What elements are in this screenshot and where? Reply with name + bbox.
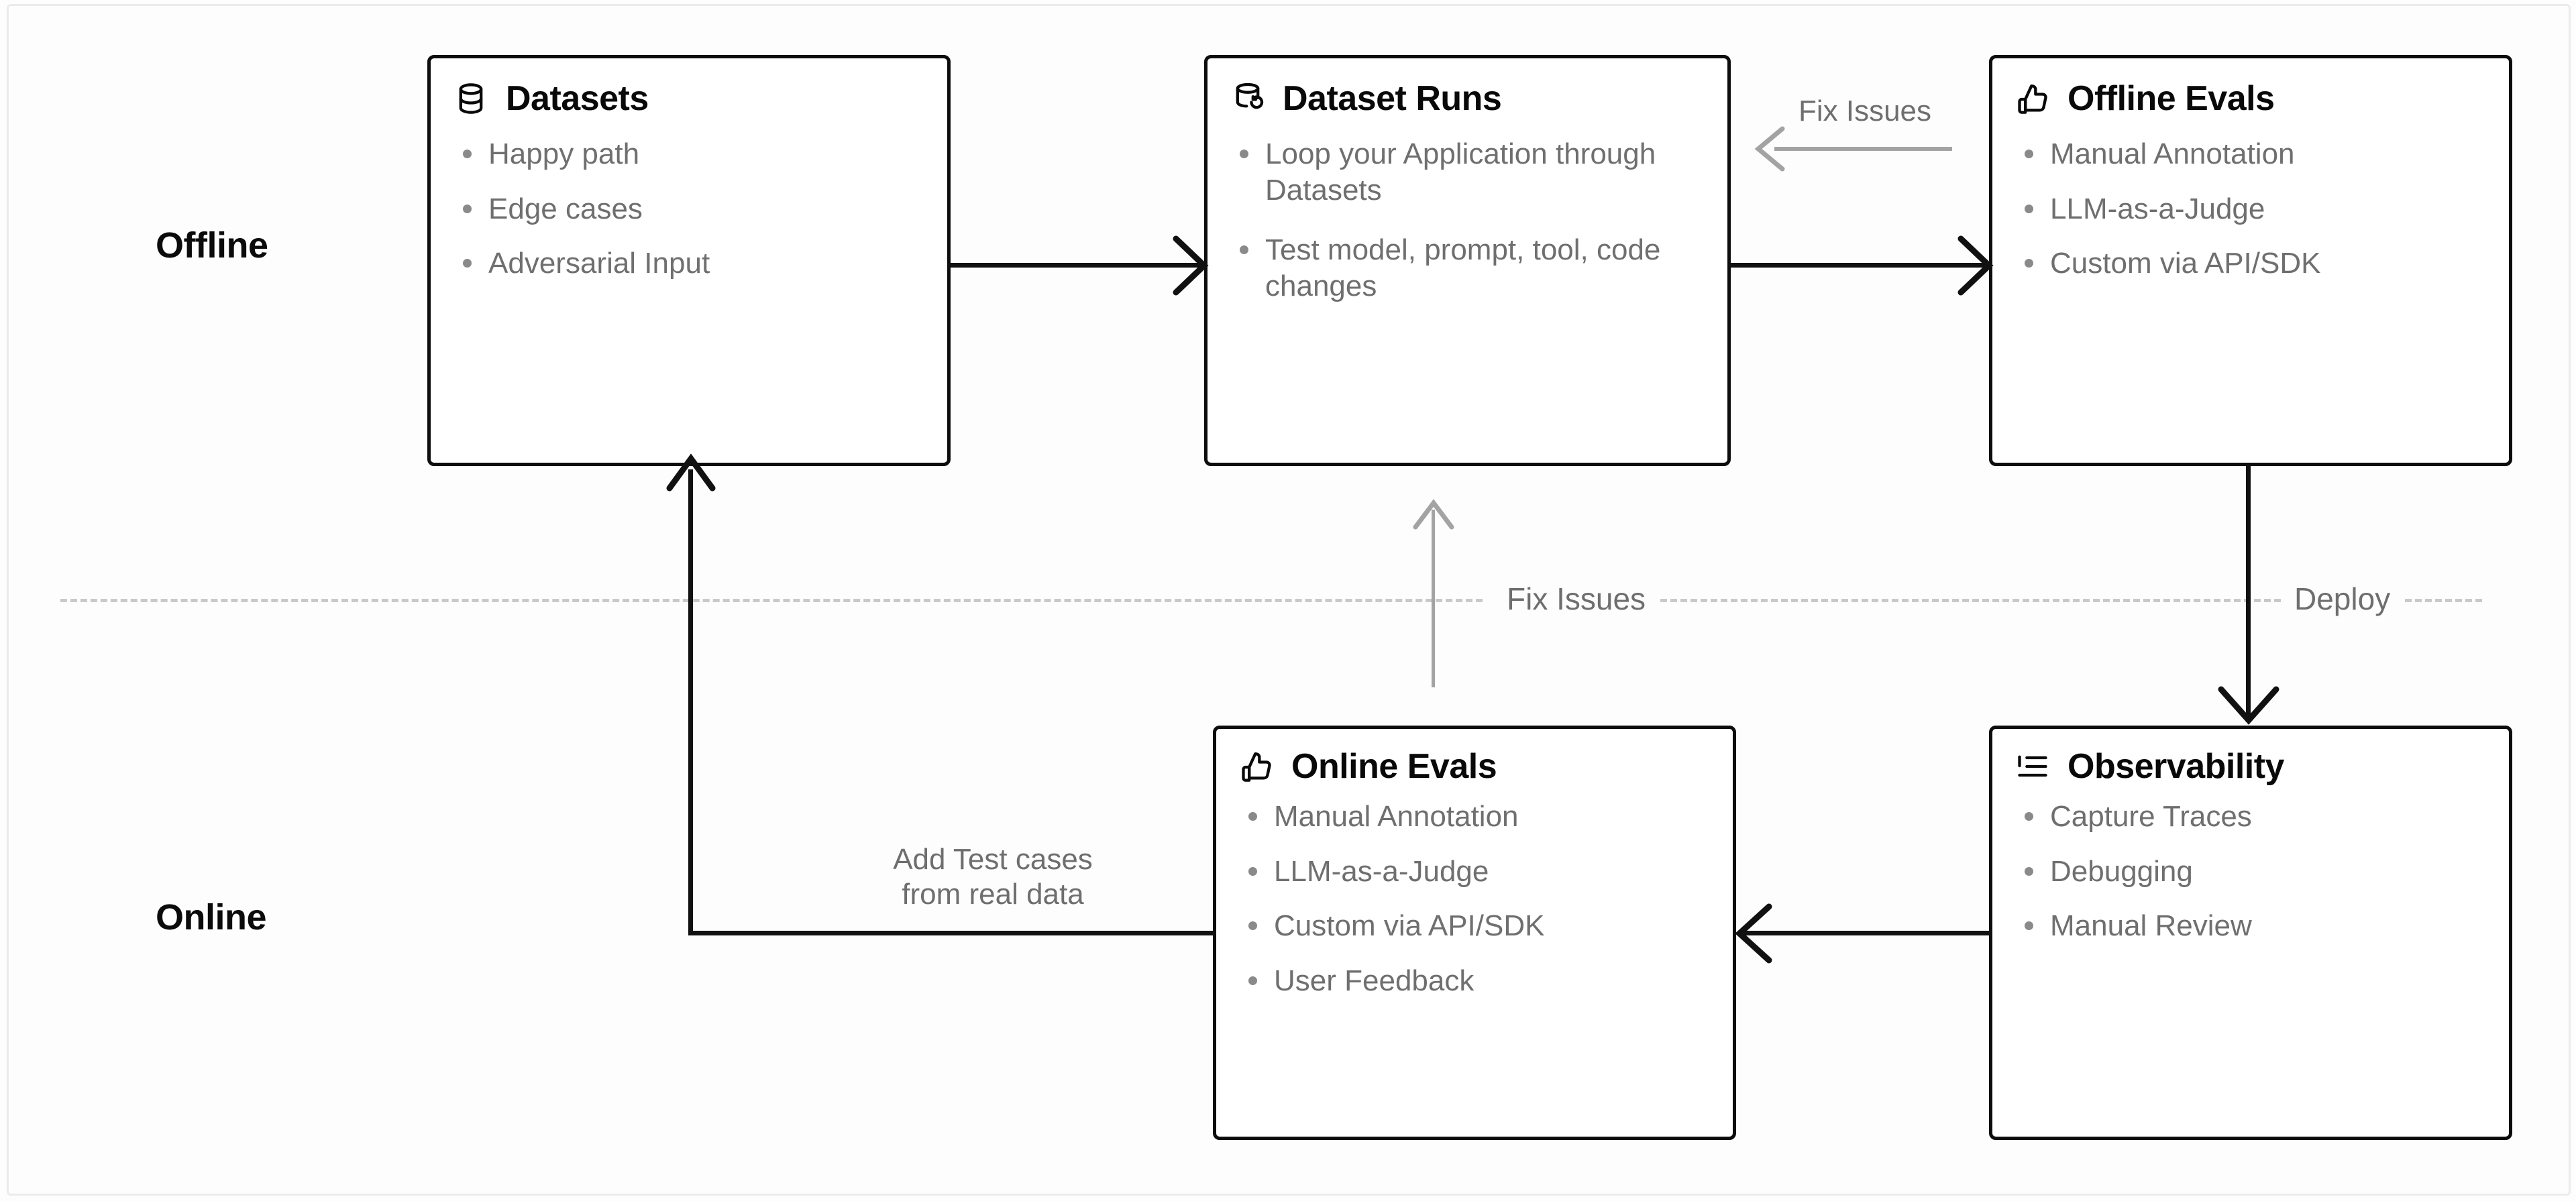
list-item: Loop your Application through Datasets [1238,136,1695,208]
node-online-evals-title: Online Evals [1291,747,1497,786]
node-offline-evals[interactable]: Offline Evals Manual Annotation LLM-as-a… [1989,55,2512,466]
arrowhead-up-datasets [665,453,716,495]
divider-segment-left [60,599,1483,602]
list-item: Edge cases [462,191,924,227]
thumbs-up-icon [1239,749,1274,784]
list-tree-icon [2015,749,2050,784]
list-item: Custom via API/SDK [2023,245,2486,282]
divider-segment-right [1509,599,2482,602]
edge-offline-evals-to-observability [2246,465,2251,720]
edge-fix-issues-vertical-line [1432,510,1435,687]
divider-label-fix-issues: Fix Issues [1495,581,1658,617]
node-online-evals-bullets: Manual Annotation LLM-as-a-Judge Custom … [1216,787,1733,999]
node-observability-title: Observability [2068,747,2284,786]
list-item: Debugging [2023,854,2486,890]
node-online-evals[interactable]: Online Evals Manual Annotation LLM-as-a-… [1213,726,1736,1140]
database-refresh-icon [1230,81,1265,116]
arrowhead-right-offline-evals [1955,233,1996,298]
lane-label-offline: Offline [156,225,268,266]
edge-online-evals-to-datasets-vertical [688,469,693,935]
edge-datasets-to-dataset-runs [948,263,1203,268]
arrowhead-right-dataset-runs [1171,233,1211,298]
node-datasets-bullets: Happy path Edge cases Adversarial Input [431,119,947,282]
node-offline-evals-title: Offline Evals [2068,79,2275,118]
edge-observability-to-online-evals [1744,931,1991,935]
list-item: Test model, prompt, tool, code changes [1238,232,1695,304]
node-dataset-runs[interactable]: Dataset Runs Loop your Application throu… [1204,55,1731,466]
divider-label-deploy: Deploy [2282,581,2403,617]
list-item: Happy path [462,136,924,172]
node-observability-bullets: Capture Traces Debugging Manual Review [1992,787,2509,944]
node-datasets[interactable]: Datasets Happy path Edge cases Adversari… [427,55,951,466]
thumbs-up-icon [2015,81,2050,116]
list-item: Adversarial Input [462,245,924,282]
node-online-evals-header: Online Evals [1216,729,1733,787]
list-item: Capture Traces [2023,799,2486,835]
node-dataset-runs-header: Dataset Runs [1208,58,1727,119]
list-item: User Feedback [1247,963,1710,999]
arrowhead-up-fix-issues-vertical [1411,496,1456,534]
node-datasets-header: Datasets [431,58,947,119]
node-dataset-runs-title: Dataset Runs [1283,79,1502,118]
database-icon [453,81,488,116]
list-item: LLM-as-a-Judge [2023,191,2486,227]
edge-online-evals-to-datasets-horizontal [688,931,1216,935]
list-item: Manual Review [2023,908,2486,944]
lane-label-online: Online [156,897,267,937]
node-dataset-runs-bullets: Loop your Application through Datasets T… [1208,119,1727,304]
list-item: Manual Annotation [1247,799,1710,835]
arrowhead-left-fix-issues-top [1753,125,1788,173]
list-item: Manual Annotation [2023,136,2486,172]
edge-fix-issues-top-line [1774,147,1952,151]
node-observability[interactable]: Observability Capture Traces Debugging M… [1989,726,2512,1140]
node-datasets-title: Datasets [506,79,649,118]
node-offline-evals-header: Offline Evals [1992,58,2509,119]
node-offline-evals-bullets: Manual Annotation LLM-as-a-Judge Custom … [1992,119,2509,282]
edge-dataset-runs-to-offline-evals [1729,263,1988,268]
list-item: LLM-as-a-Judge [1247,854,1710,890]
arrowhead-left-online-evals [1733,901,1774,966]
node-observability-header: Observability [1992,729,2509,787]
arrowhead-down-observability [2217,684,2280,727]
list-item: Custom via API/SDK [1247,908,1710,944]
edge-label-fix-issues-top: Fix Issues [1798,95,1932,127]
edge-label-add-test-cases: Add Test cases from real data [893,843,1093,911]
